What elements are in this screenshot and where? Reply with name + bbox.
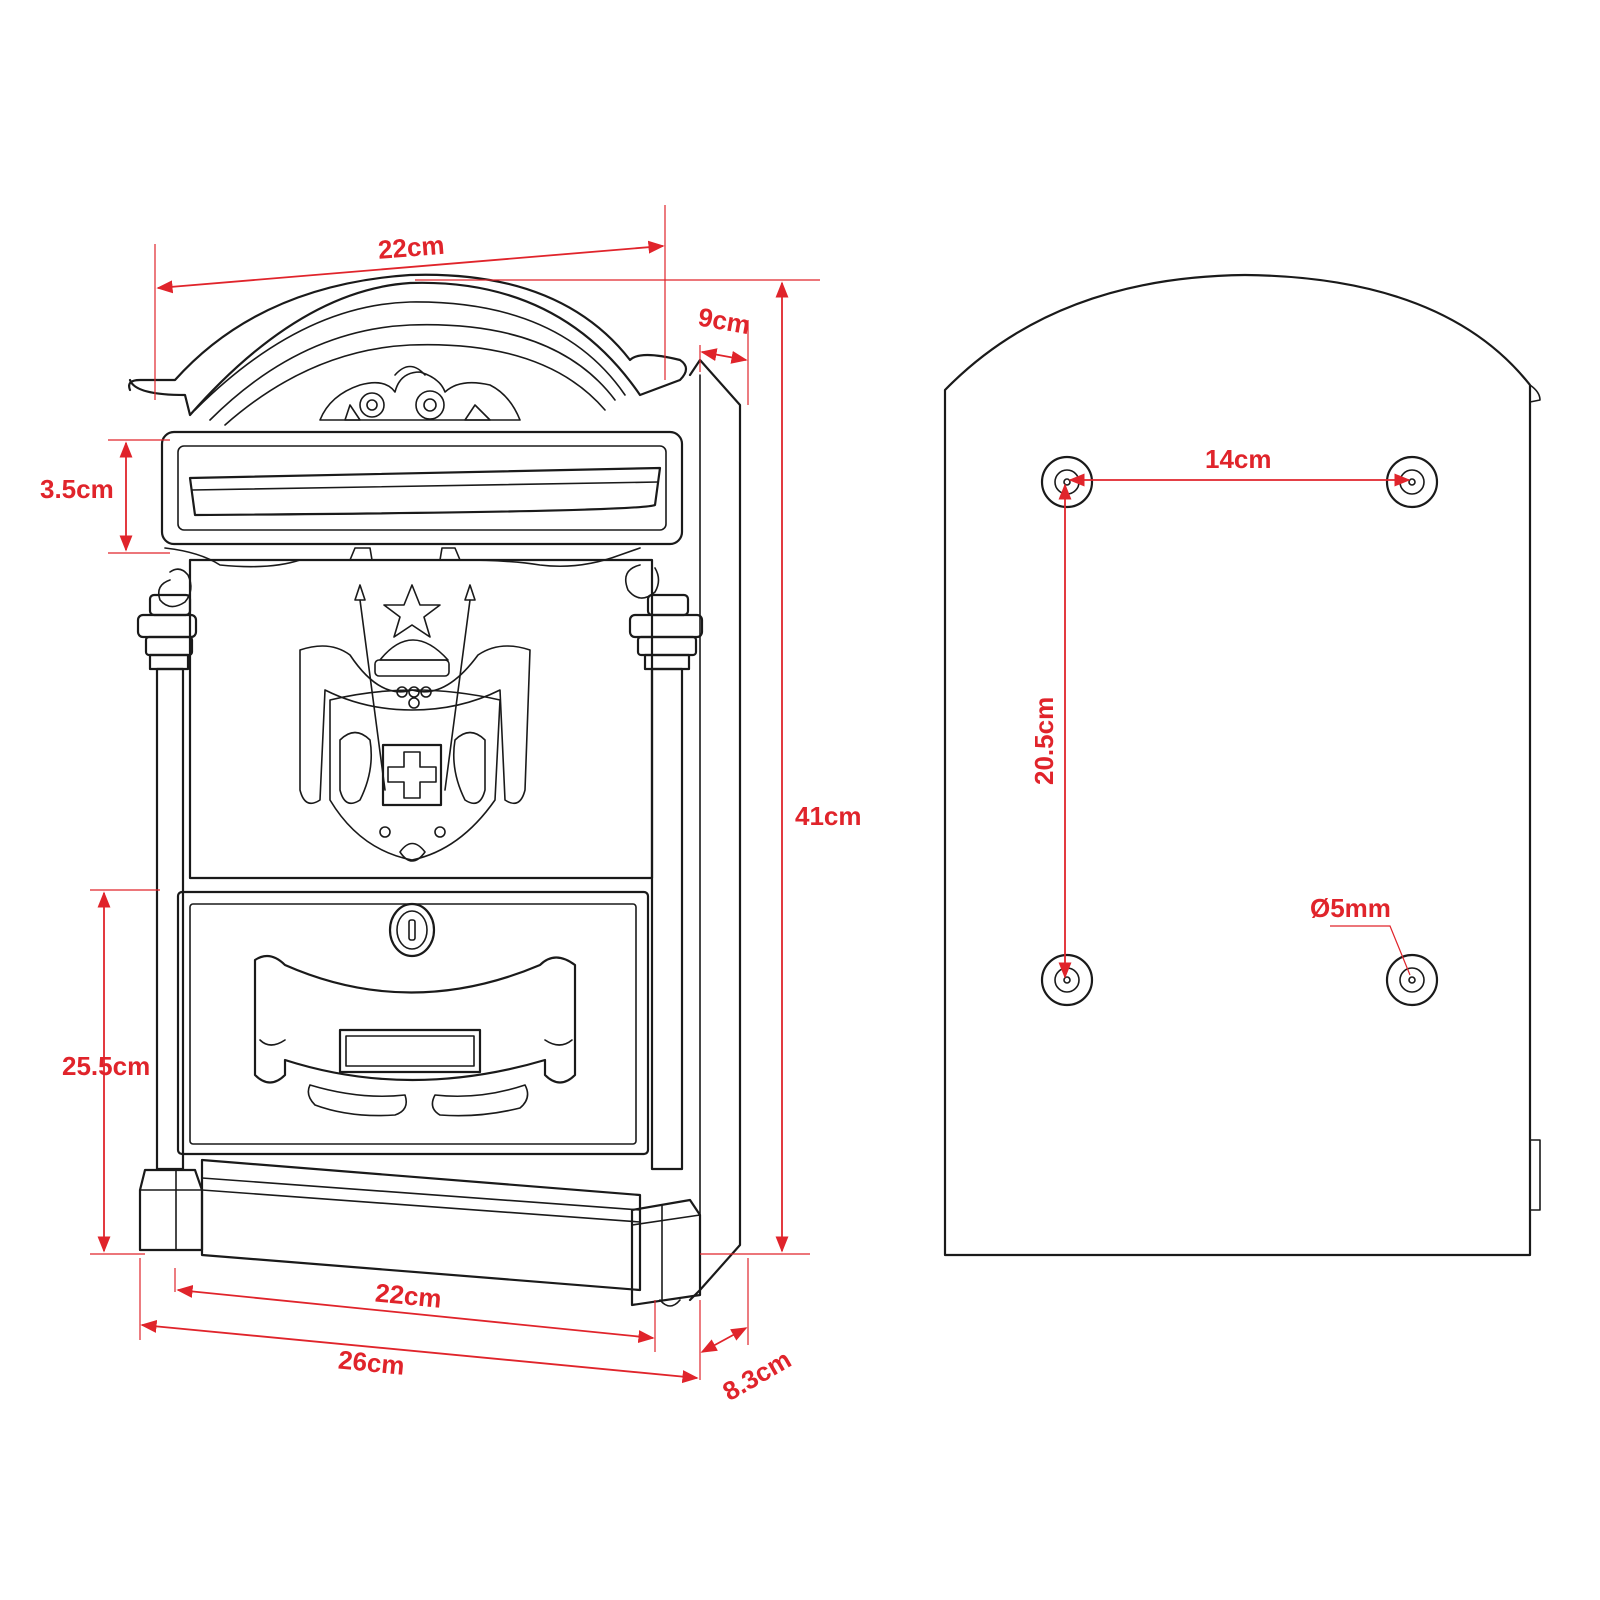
keyhole-icon	[388, 902, 436, 958]
mailbox-front-view	[128, 273, 742, 1307]
height-label: 41cm	[795, 801, 862, 831]
mounting-hole	[1040, 953, 1094, 1007]
top-width-label: 22cm	[377, 230, 446, 265]
crest-ornament	[319, 365, 521, 421]
hole-diameter-label: Ø5mm	[1310, 893, 1391, 923]
coat-of-arms-emblem	[299, 584, 531, 862]
mailbox-base	[200, 1158, 642, 1292]
back-panel-outline	[943, 273, 1532, 1257]
depth-bottom-dimension-line	[700, 1327, 748, 1353]
door-height-label: 25.5cm	[62, 1051, 150, 1081]
mounting-hole	[1385, 455, 1439, 509]
depth-bottom-label: 8.3cm	[717, 1344, 796, 1407]
mailbox-roof	[128, 273, 688, 417]
left-column	[136, 568, 204, 1252]
letter-slot-flap	[188, 466, 662, 517]
overall-width-dimension-line	[140, 1319, 699, 1384]
mailbox-side-face	[688, 358, 742, 1302]
door-banner	[253, 954, 577, 1084]
hole-spacing-vertical-label: 20.5cm	[1029, 697, 1059, 785]
top-width-dimension-line	[156, 240, 665, 294]
mounting-hole	[1040, 455, 1094, 509]
upper-panel	[188, 558, 654, 880]
back-dimensions: 14cm 20.5cm Ø5mm	[1029, 444, 1411, 979]
overall-width-label: 26cm	[337, 1345, 406, 1381]
shield-icon	[329, 689, 501, 861]
cross-icon	[387, 751, 437, 799]
hole-spacing-horizontal-label: 14cm	[1205, 444, 1272, 474]
name-window	[338, 1028, 482, 1074]
mounting-hole	[1385, 953, 1439, 1007]
hole-diameter-leader	[1330, 925, 1411, 976]
star-icon	[383, 584, 441, 638]
front-dimensions: 22cm 9cm 3.5cm 41cm 25.5cm 22cm 26cm 8.3…	[40, 205, 862, 1407]
letter-slot-panel	[160, 430, 684, 546]
depth-top-label: 9cm	[696, 302, 752, 341]
valance	[164, 547, 641, 568]
depth-top-dimension-line	[700, 348, 748, 364]
slot-height-label: 3.5cm	[40, 474, 114, 504]
inner-width-bottom-label: 22cm	[374, 1278, 443, 1314]
mailbox-door	[176, 890, 650, 1156]
